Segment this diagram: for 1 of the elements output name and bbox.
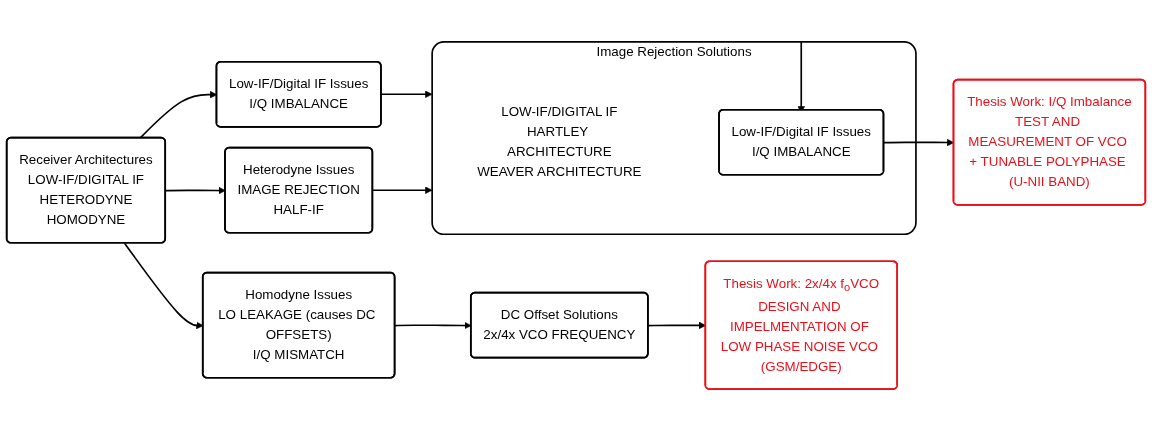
arrow <box>380 90 433 98</box>
